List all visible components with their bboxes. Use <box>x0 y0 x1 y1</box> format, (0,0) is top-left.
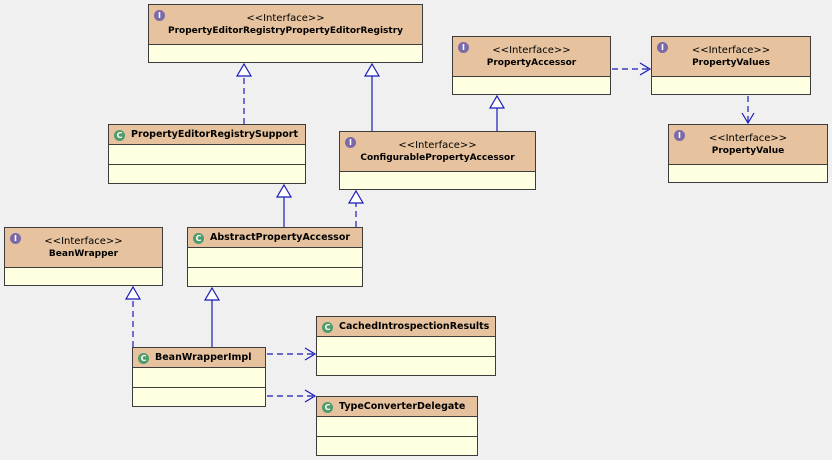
dependency-arrowhead <box>304 389 317 403</box>
edge-accessor-to-values <box>612 62 652 76</box>
operations-section <box>133 386 265 407</box>
dependency-arrowhead <box>741 112 755 125</box>
edge-registry-support-to-registry <box>235 62 253 124</box>
class-name: CachedIntrospectionResults <box>339 320 490 332</box>
attributes-section <box>5 268 162 285</box>
operations-section <box>317 355 495 376</box>
inheritance-arrowhead <box>124 285 142 300</box>
class-name: AbstractPropertyAccessor <box>210 231 351 243</box>
class-name: PropertyEditorRegistryPropertyEditorRegi… <box>168 25 403 36</box>
node-header: I <<Interface>> PropertyValue <box>669 125 827 165</box>
interface-icon: I <box>345 137 356 148</box>
edge-impl-to-cached <box>267 347 317 361</box>
class-name: PropertyEditorRegistrySupport <box>131 128 298 140</box>
stereotype-label: <<Interface>> <box>44 235 123 247</box>
inheritance-arrowhead <box>488 94 506 109</box>
class-name: PropertyValue <box>711 145 785 156</box>
edge-configurable-to-accessor <box>488 94 506 131</box>
class-name: ConfigurablePropertyAccessor <box>360 152 515 163</box>
edge-abstract-to-configurable <box>347 189 365 227</box>
interface-icon: I <box>458 42 469 53</box>
stereotype-label: <<Interface>> <box>691 44 771 56</box>
stereotype-label: <<Interface>> <box>492 44 571 56</box>
node-property-value[interactable]: I <<Interface>> PropertyValue <box>668 124 828 183</box>
node-property-accessor[interactable]: I <<Interface>> PropertyAccessor <box>452 36 611 95</box>
inheritance-arrowhead <box>275 183 293 198</box>
node-header: I <<Interface>> PropertyValues <box>652 37 810 77</box>
attributes-section <box>453 77 610 94</box>
attributes-section <box>133 368 265 387</box>
class-name: BeanWrapperImpl <box>155 351 252 363</box>
node-property-values[interactable]: I <<Interface>> PropertyValues <box>651 36 811 95</box>
edge-configurable-to-registry <box>363 62 381 131</box>
attributes-section <box>149 45 422 62</box>
class-icon: C <box>322 322 333 333</box>
dependency-arrowhead <box>304 347 317 361</box>
attributes-section <box>669 165 827 182</box>
node-property-editor-registry-support[interactable]: C PropertyEditorRegistrySupport <box>108 124 306 184</box>
attributes-section <box>188 248 362 267</box>
stereotype-label: <<Interface>> <box>398 139 477 151</box>
edge-impl-to-abstract <box>203 286 221 347</box>
class-icon: C <box>114 130 125 141</box>
node-header: I <<Interface>> PropertyEditorRegistryPr… <box>149 5 422 45</box>
class-icon: C <box>322 402 333 413</box>
inheritance-arrowhead <box>203 286 221 301</box>
node-bean-wrapper-impl[interactable]: C BeanWrapperImpl <box>132 347 266 407</box>
node-header: C AbstractPropertyAccessor <box>188 228 362 248</box>
interface-icon: I <box>10 233 21 244</box>
class-name: PropertyValues <box>692 57 770 68</box>
node-configurable-property-accessor[interactable]: I <<Interface>> ConfigurablePropertyAcce… <box>339 131 536 190</box>
node-cached-introspection-results[interactable]: C CachedIntrospectionResults <box>316 316 496 376</box>
operations-section <box>188 266 362 287</box>
class-name: BeanWrapper <box>48 248 119 259</box>
interface-icon: I <box>674 130 685 141</box>
dependency-arrowhead <box>639 62 652 76</box>
class-icon: C <box>193 233 204 244</box>
node-header: I <<Interface>> BeanWrapper <box>5 228 162 268</box>
attributes-section <box>317 337 495 356</box>
edge-impl-to-bean-wrapper <box>124 285 142 347</box>
inheritance-arrowhead <box>363 62 381 77</box>
attributes-section <box>317 417 477 436</box>
node-header: C TypeConverterDelegate <box>317 397 477 417</box>
interface-icon: I <box>657 42 668 53</box>
node-header: C PropertyEditorRegistrySupport <box>109 125 305 145</box>
node-type-converter-delegate[interactable]: C TypeConverterDelegate <box>316 396 478 456</box>
class-name: PropertyAccessor <box>486 57 577 68</box>
node-bean-wrapper[interactable]: I <<Interface>> BeanWrapper <box>4 227 163 286</box>
interface-icon: I <box>154 10 165 21</box>
node-abstract-property-accessor[interactable]: C AbstractPropertyAccessor <box>187 227 363 287</box>
stereotype-label: <<Interface>> <box>246 12 325 24</box>
edge-abstract-to-registry-support <box>275 183 293 227</box>
attributes-section <box>652 77 810 94</box>
inheritance-arrowhead <box>235 62 253 77</box>
stereotype-label: <<Interface>> <box>708 132 788 144</box>
class-name: TypeConverterDelegate <box>339 400 466 412</box>
class-icon: C <box>138 353 149 364</box>
node-header: I <<Interface>> ConfigurablePropertyAcce… <box>340 132 535 172</box>
edge-impl-to-delegate <box>267 389 317 403</box>
node-property-editor-registry[interactable]: I <<Interface>> PropertyEditorRegistryPr… <box>148 4 423 63</box>
attributes-section <box>109 145 305 164</box>
node-header: I <<Interface>> PropertyAccessor <box>453 37 610 77</box>
edge-values-to-value <box>741 96 755 125</box>
node-header: C BeanWrapperImpl <box>133 348 265 368</box>
inheritance-arrowhead <box>347 189 365 204</box>
node-header: C CachedIntrospectionResults <box>317 317 495 337</box>
operations-section <box>317 435 477 456</box>
attributes-section <box>340 172 535 189</box>
operations-section <box>109 163 305 184</box>
